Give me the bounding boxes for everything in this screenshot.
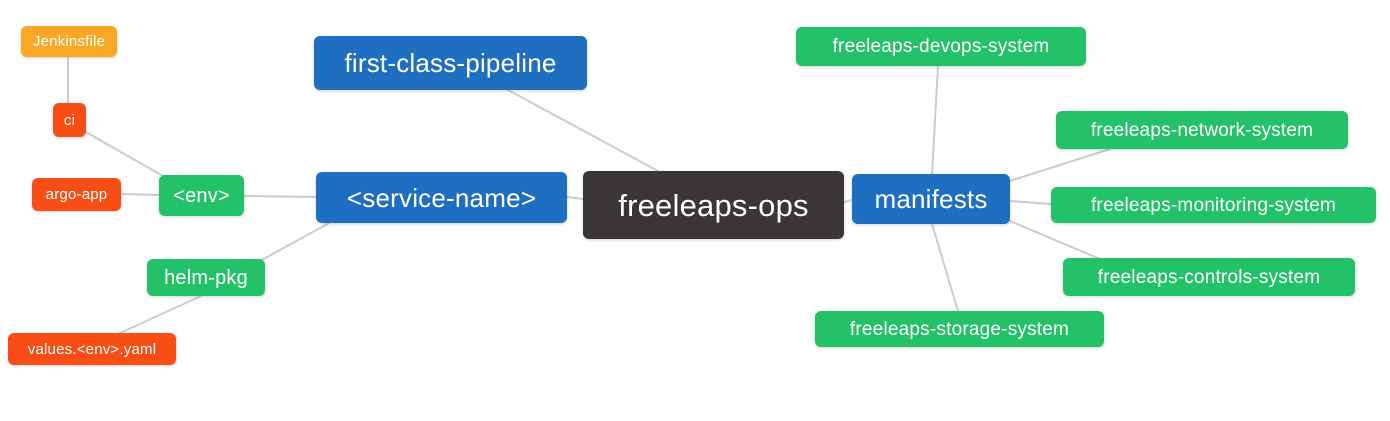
node-freeleaps-ops[interactable]: freeleaps-ops xyxy=(583,171,844,239)
edge-manifests-to-controls-system xyxy=(1009,220,1101,260)
edge-first-class-pipeline-to-freeleaps-ops xyxy=(507,89,659,172)
node-label-helm-pkg: helm-pkg xyxy=(164,266,248,289)
node-label-service-name: <service-name> xyxy=(346,182,537,213)
node-label-devops-system: freeleaps-devops-system xyxy=(832,36,1050,57)
node-argo-app[interactable]: argo-app xyxy=(32,178,121,211)
node-label-manifests: manifests xyxy=(874,184,988,214)
edge-freeleaps-ops-to-manifests xyxy=(843,199,853,203)
node-jenkinsfile[interactable]: Jenkinsfile xyxy=(21,26,117,57)
edge-manifests-to-monitoring-system xyxy=(1009,200,1052,205)
node-controls-system[interactable]: freeleaps-controls-system xyxy=(1063,258,1355,296)
node-env[interactable]: <env> xyxy=(159,175,244,216)
node-monitoring-system[interactable]: freeleaps-monitoring-system xyxy=(1051,187,1376,223)
edge-manifests-to-network-system xyxy=(1009,148,1111,182)
node-storage-system[interactable]: freeleaps-storage-system xyxy=(815,311,1104,347)
node-label-env: <env> xyxy=(173,184,230,207)
node-label-first-class-pipeline: first-class-pipeline xyxy=(344,48,557,78)
edge-env-to-service-name xyxy=(243,195,317,198)
edge-helm-pkg-to-service-name xyxy=(257,221,332,263)
edge-manifests-to-devops-system xyxy=(931,65,939,175)
node-label-ci: ci xyxy=(63,111,76,129)
node-label-jenkinsfile: Jenkinsfile xyxy=(32,33,106,50)
node-label-argo-app: argo-app xyxy=(45,186,108,203)
node-first-class-pipeline[interactable]: first-class-pipeline xyxy=(314,36,587,90)
node-label-storage-system: freeleaps-storage-system xyxy=(849,318,1070,340)
node-values-env-yaml[interactable]: values.<env>.yaml xyxy=(8,333,176,365)
edge-argo-app-to-env xyxy=(120,193,160,196)
node-helm-pkg[interactable]: helm-pkg xyxy=(147,259,265,296)
edge-service-name-to-freeleaps-ops xyxy=(566,196,584,200)
node-service-name[interactable]: <service-name> xyxy=(316,172,567,223)
node-label-freeleaps-ops: freeleaps-ops xyxy=(618,187,809,223)
node-label-network-system: freeleaps-network-system xyxy=(1090,119,1314,141)
edge-manifests-to-storage-system xyxy=(931,223,959,312)
node-label-values-env-yaml: values.<env>.yaml xyxy=(27,340,157,358)
node-label-controls-system: freeleaps-controls-system xyxy=(1097,266,1321,288)
node-network-system[interactable]: freeleaps-network-system xyxy=(1056,111,1348,149)
node-label-monitoring-system: freeleaps-monitoring-system xyxy=(1090,194,1337,216)
edge-ci-to-env xyxy=(83,130,164,177)
node-ci[interactable]: ci xyxy=(53,103,86,137)
edge-helm-pkg-to-values-env-yaml xyxy=(119,295,202,334)
node-devops-system[interactable]: freeleaps-devops-system xyxy=(796,27,1086,66)
node-manifests[interactable]: manifests xyxy=(852,174,1010,224)
